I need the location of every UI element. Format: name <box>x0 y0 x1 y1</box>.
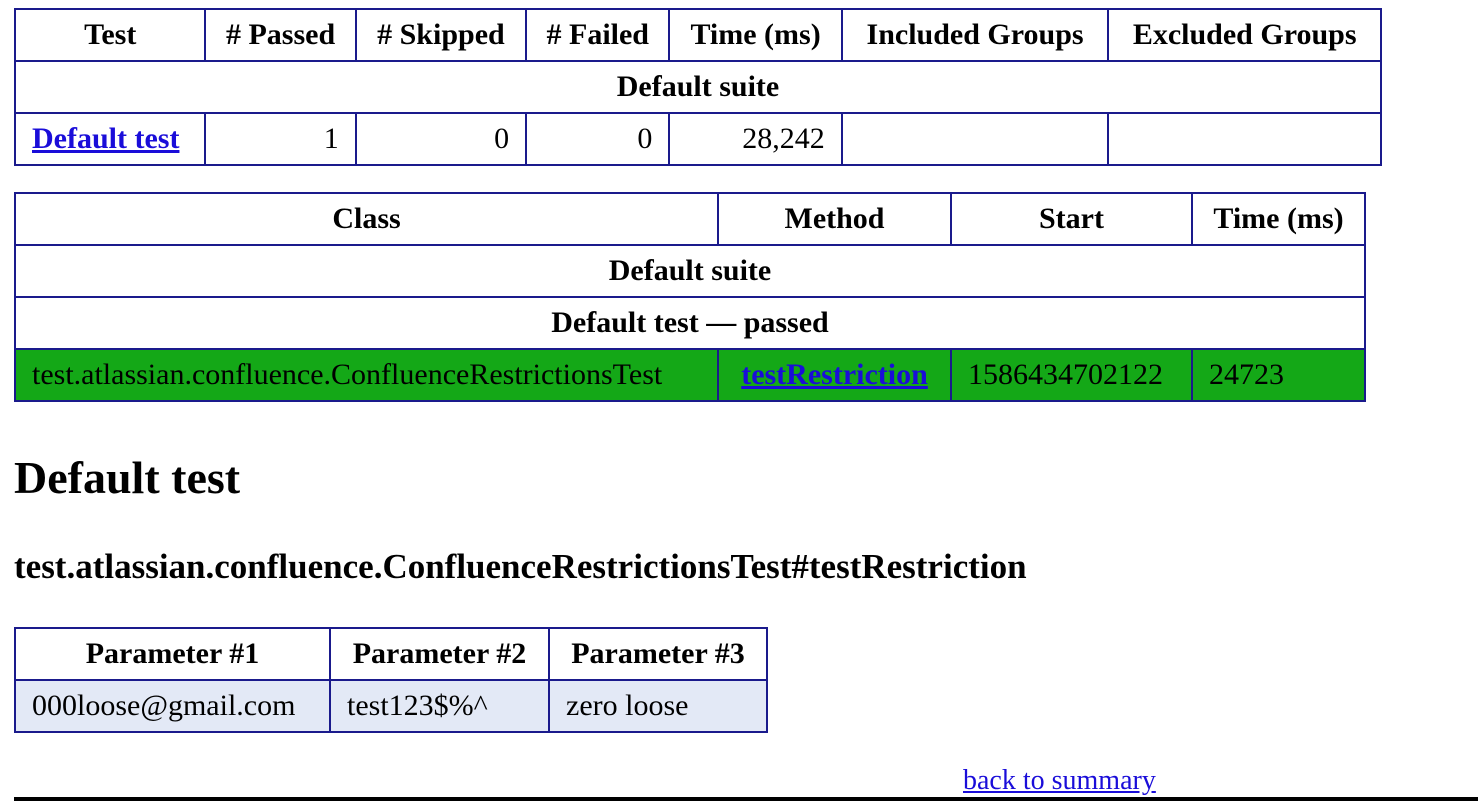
horizontal-rule <box>14 797 1478 801</box>
methods-table: Class Method Start Time (ms) Default sui… <box>14 192 1366 402</box>
method-time-value: 24723 <box>1191 348 1366 402</box>
summary-header-skipped: # Skipped <box>354 8 528 62</box>
summary-header-passed: # Passed <box>204 8 357 62</box>
methods-result-row: test.atlassian.confluence.ConfluenceRest… <box>14 348 1366 402</box>
method-class-name: test.atlassian.confluence.ConfluenceRest… <box>14 348 719 402</box>
methods-test-status-row: Default test — passed <box>14 296 1366 350</box>
summary-included-groups-value <box>840 112 1110 166</box>
parameters-value-row: 000loose@gmail.com test123$%^ zero loose <box>14 679 768 733</box>
parameters-header-row: Parameter #1 Parameter #2 Parameter #3 <box>14 627 768 681</box>
method-start-value: 1586434702122 <box>950 348 1193 402</box>
parameter-1-value: 000loose@gmail.com <box>14 679 331 733</box>
methods-header-start: Start <box>950 192 1193 246</box>
summary-failed-count: 0 <box>525 112 671 166</box>
summary-header-time: Time (ms) <box>668 8 843 62</box>
methods-header-time: Time (ms) <box>1191 192 1366 246</box>
summary-header-included-groups: Included Groups <box>840 8 1110 62</box>
parameter-3-header: Parameter #3 <box>548 627 768 681</box>
summary-suite-label: Default suite <box>14 60 1382 114</box>
methods-suite-row: Default suite <box>14 244 1366 298</box>
back-to-summary-link[interactable]: back to summary <box>963 765 1156 796</box>
summary-excluded-groups-value <box>1107 112 1382 166</box>
methods-header-row: Class Method Start Time (ms) <box>14 192 1366 246</box>
parameter-2-header: Parameter #2 <box>329 627 550 681</box>
summary-header-test: Test <box>13 8 207 62</box>
methods-header-method: Method <box>717 192 952 246</box>
summary-table: Test # Passed # Skipped # Failed Time (m… <box>13 8 1382 166</box>
default-test-link[interactable]: Default test <box>32 122 180 155</box>
summary-header-failed: # Failed <box>525 8 671 62</box>
summary-time-value: 28,242 <box>668 112 843 166</box>
summary-test-cell: Default test <box>13 112 207 166</box>
summary-header-row: Test # Passed # Skipped # Failed Time (m… <box>13 8 1382 62</box>
methods-suite-label: Default suite <box>14 244 1366 298</box>
summary-skipped-count: 0 <box>354 112 528 166</box>
summary-header-excluded-groups: Excluded Groups <box>1107 8 1382 62</box>
methods-test-status: Default test — passed <box>14 296 1366 350</box>
parameter-3-value: zero loose <box>548 679 768 733</box>
parameter-1-header: Parameter #1 <box>14 627 331 681</box>
summary-test-row: Default test 1 0 0 28,242 <box>13 112 1382 166</box>
method-name-cell: testRestriction <box>717 348 952 402</box>
summary-suite-row: Default suite <box>14 60 1382 114</box>
summary-passed-count: 1 <box>204 112 357 166</box>
parameters-table: Parameter #1 Parameter #2 Parameter #3 0… <box>14 627 768 733</box>
parameter-2-value: test123$%^ <box>329 679 550 733</box>
detail-test-title: Default test <box>14 452 241 503</box>
detail-method-title: test.atlassian.confluence.ConfluenceRest… <box>14 547 1027 586</box>
methods-header-class: Class <box>14 192 719 246</box>
test-restriction-link[interactable]: testRestriction <box>741 358 928 391</box>
